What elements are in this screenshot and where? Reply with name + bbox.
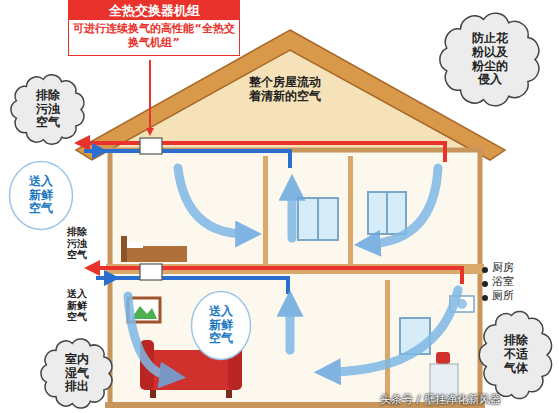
- unit-title-box: 全热交换器机组可进行连续换气的高性能“全热交换气机组”: [68, 0, 240, 56]
- node-content: 排除污浊空气: [10, 74, 86, 145]
- watermark: 头条号 / 壁挂净化新风器: [380, 394, 555, 407]
- node-content: 全热交换器机组可进行连续换气的高性能“全热交换气机组”: [69, 1, 239, 52]
- bubble-shape: [10, 162, 73, 230]
- pollen-cloud: 防止花粉以及粉尘的侵入: [440, 14, 540, 105]
- supply-bubble: 送入新鲜空气: [8, 160, 74, 231]
- cloud-shape: [479, 311, 551, 398]
- node-content: 送入新鲜空气: [8, 160, 74, 231]
- bubble-shape: [192, 292, 251, 360]
- cloud-text: 室内湿气排出: [65, 353, 90, 394]
- node-content: 室内湿气排出: [40, 338, 114, 409]
- cloud-text: 排除污浊空气: [36, 89, 61, 130]
- node-content: 排除不适气体: [480, 310, 552, 400]
- room-label: 厕所: [492, 290, 532, 303]
- side-label: 送入新鲜空气: [66, 288, 88, 323]
- bubble-text: 送入新鲜空气: [29, 175, 54, 216]
- humidity-cloud: 室内湿气排出: [40, 338, 114, 409]
- exhaust-cloud: 排除污浊空气: [10, 74, 86, 145]
- odor-cloud: 排除不适气体: [480, 310, 552, 400]
- attic-note: 整个房屋流动着清新的空气: [248, 76, 322, 104]
- cloud-shape: [11, 75, 84, 144]
- node-content: 送入新鲜空气: [190, 290, 252, 361]
- cloud-text: 排除不适气体: [504, 334, 529, 375]
- unit-description: 可进行连续换气的高性能“全热交换气机组”: [69, 20, 239, 52]
- cloud-shape: [440, 13, 539, 106]
- node-content: 防止花粉以及粉尘的侵入: [440, 14, 540, 105]
- side-label: 排除污浊空气: [66, 226, 88, 261]
- cloud-shape: [41, 339, 112, 408]
- room-label: 浴室: [492, 276, 532, 289]
- cloud-text: 防止花粉以及粉尘的侵入: [472, 32, 509, 87]
- bubble-text: 送入新鲜空气: [209, 305, 234, 346]
- unit-heading: 全热交换器机组: [69, 1, 239, 20]
- supply-bubble: 送入新鲜空气: [190, 290, 252, 361]
- room-label: 厨房: [492, 262, 532, 275]
